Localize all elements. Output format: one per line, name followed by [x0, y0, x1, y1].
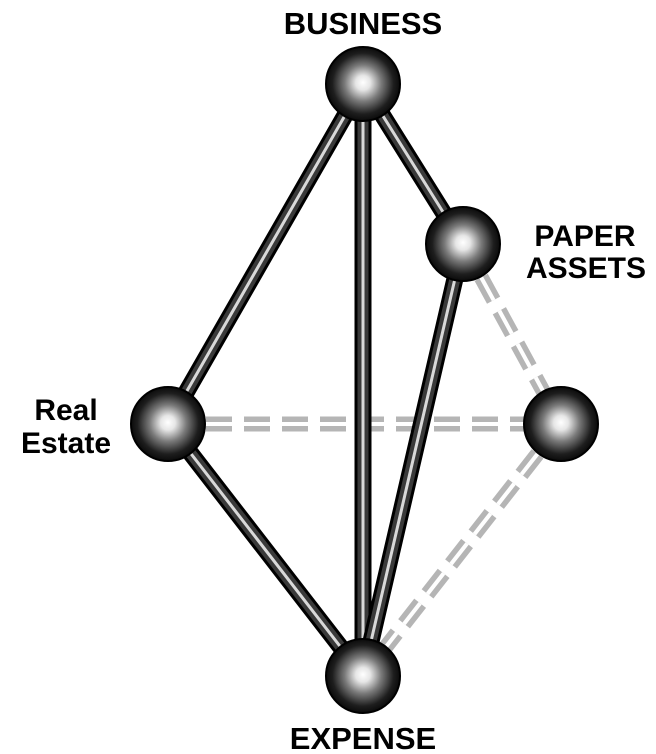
solid-edges	[159, 75, 472, 685]
node-business	[325, 46, 401, 122]
nodes	[130, 46, 599, 714]
edge-paper-assets-to-expense-highlight	[361, 242, 465, 678]
label-expense: EXPENSE	[290, 721, 436, 754]
label-business: BUSINESS	[284, 6, 442, 41]
edge-hidden-to-expense-gap	[361, 422, 563, 678]
label-paper-line2: ASSETS	[526, 252, 646, 285]
edge-real-estate-to-expense-highlight	[166, 422, 365, 678]
edge-business-to-real-estate-highlight	[166, 82, 365, 426]
label-real-estate-line2: Estate	[21, 427, 111, 460]
node-paper-assets	[425, 206, 501, 282]
node-expense	[325, 638, 401, 714]
node-hidden	[523, 386, 599, 462]
label-paper-line1: PAPER	[534, 220, 635, 253]
node-real-estate	[130, 386, 206, 462]
label-real-estate-line1: Real	[34, 394, 97, 427]
